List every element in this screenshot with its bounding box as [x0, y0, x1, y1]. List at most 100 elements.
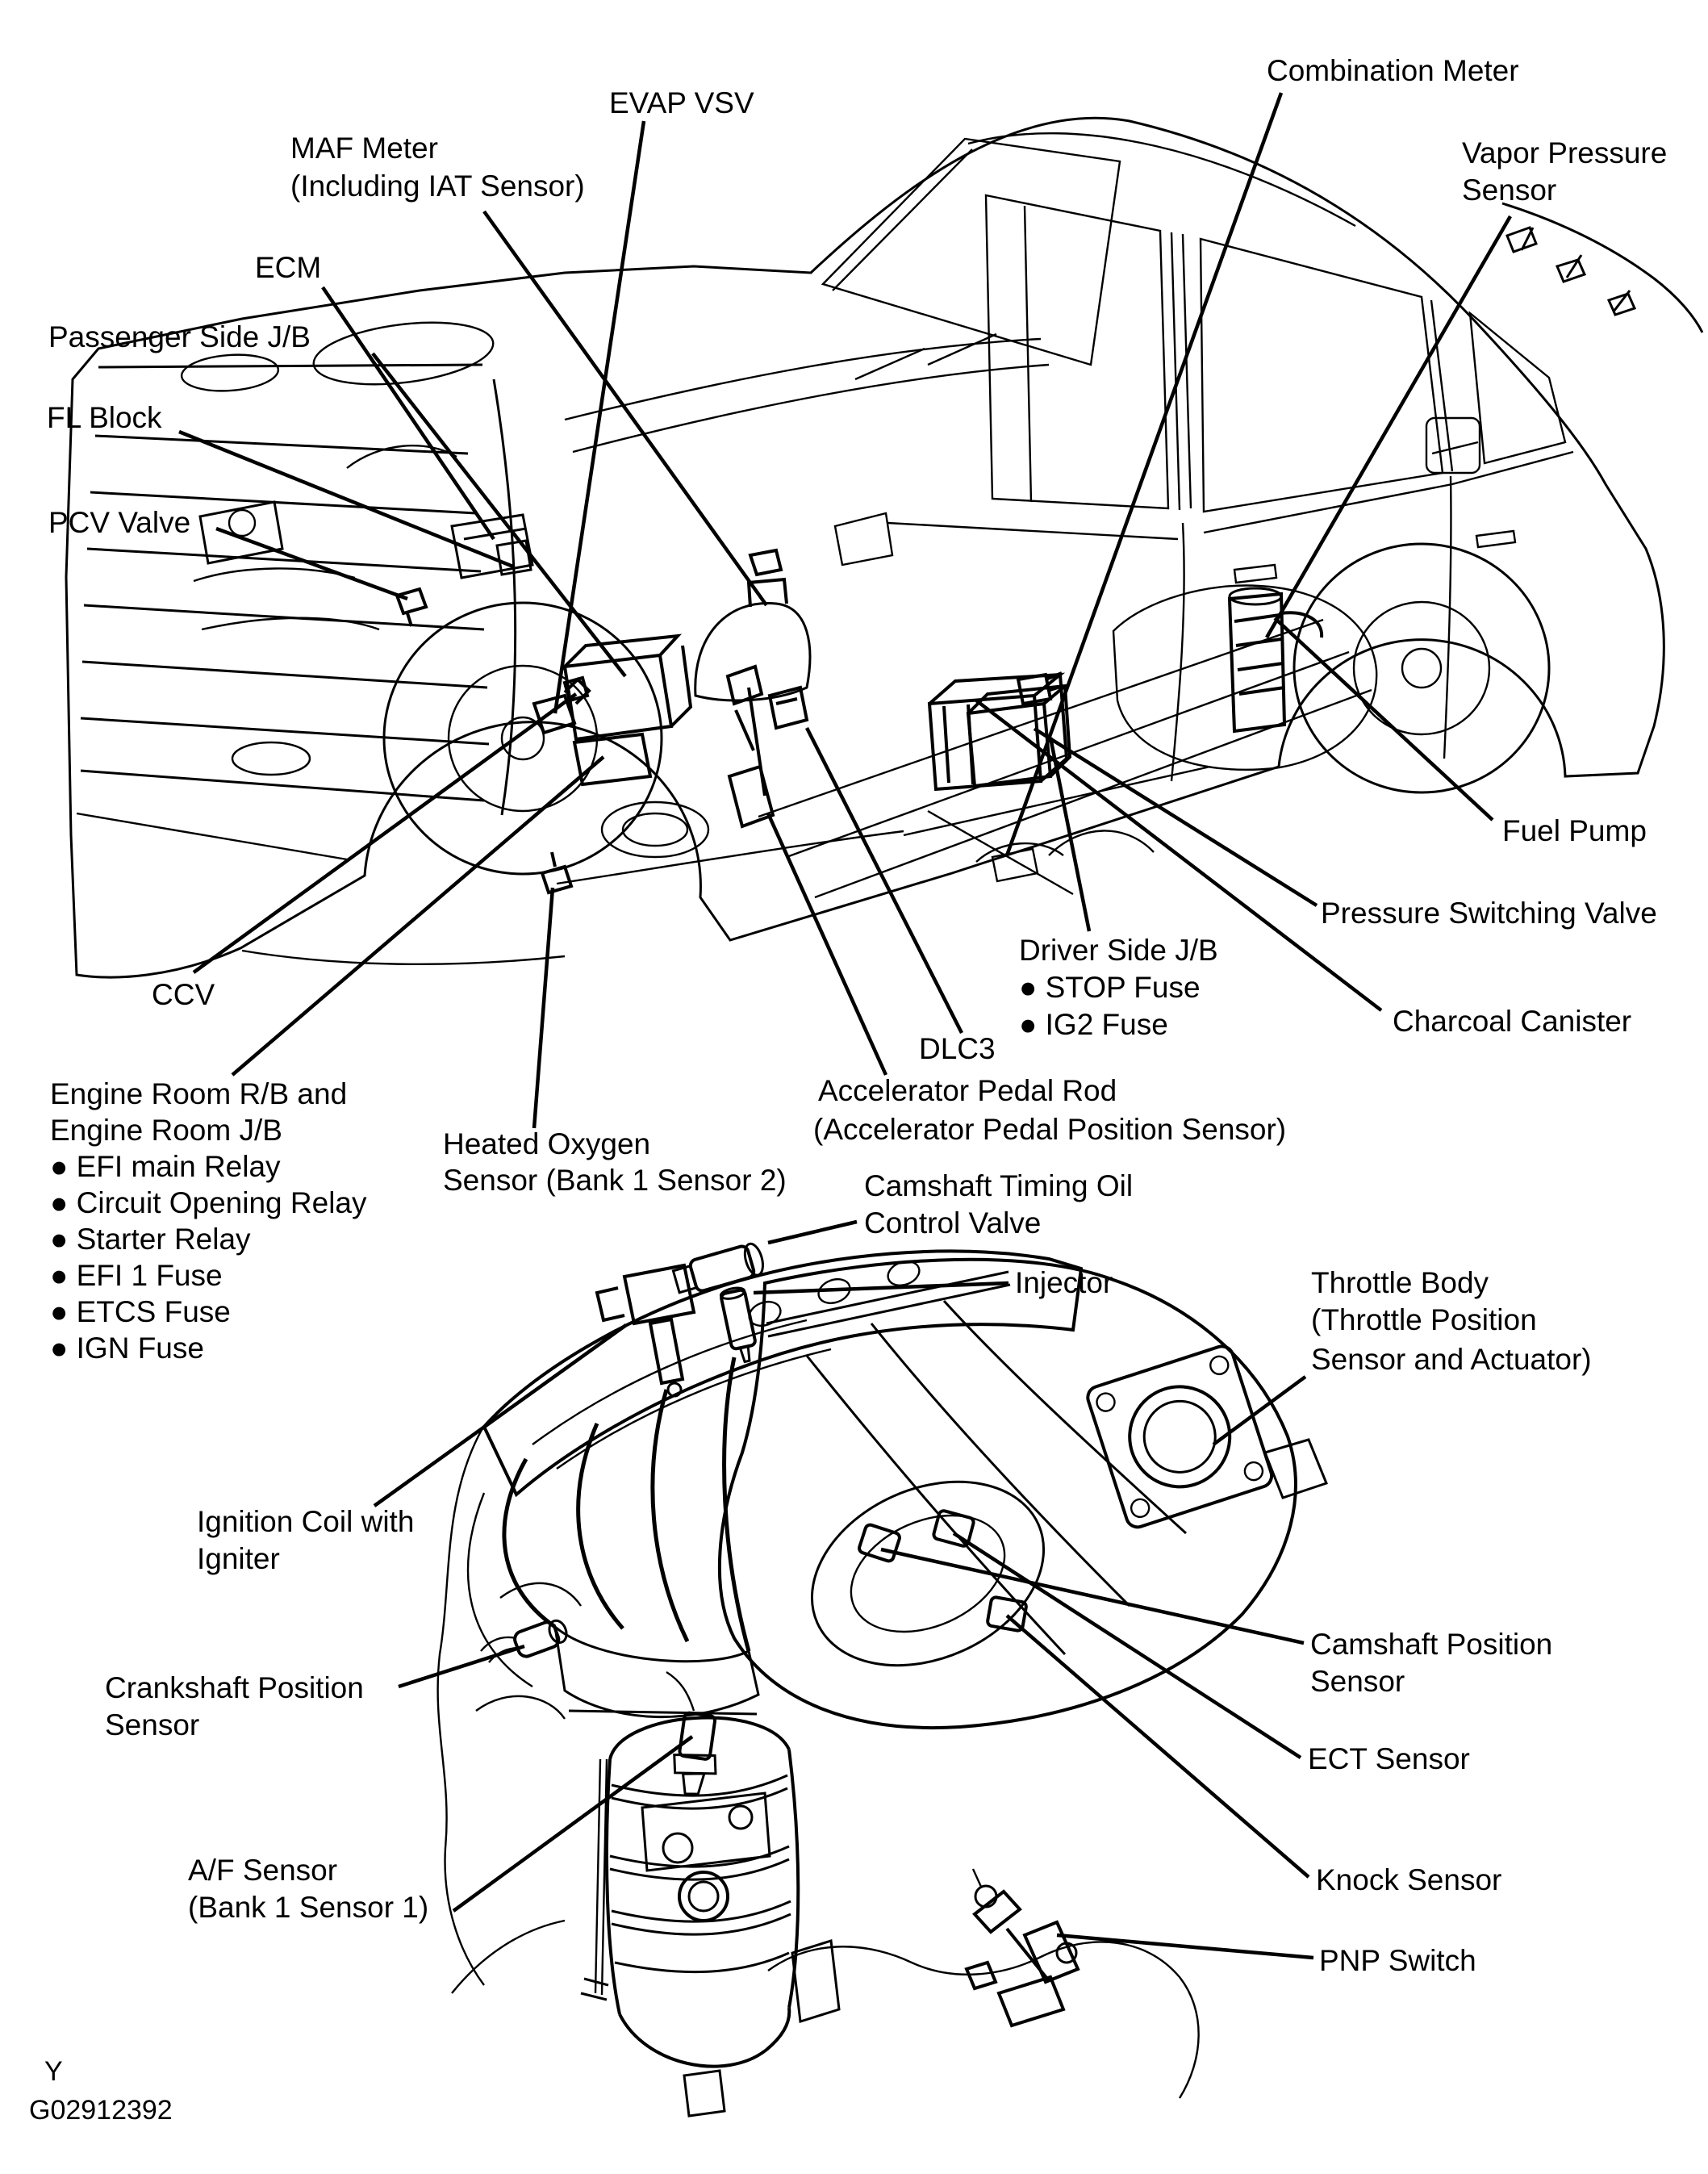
leader-throttle-body [1212, 1375, 1307, 1446]
label-pnp: PNP Switch [1319, 1944, 1476, 1977]
label-accel-1: Accelerator Pedal Rod [818, 1074, 1117, 1107]
leader-lines [178, 92, 1512, 1960]
pnp-stud [971, 1868, 983, 1888]
leader-charcoal-canister [975, 699, 1383, 1012]
leader-fl-block [178, 429, 514, 569]
leader-pcv-valve [215, 526, 408, 601]
heated-oxygen-sensor-part [540, 851, 574, 895]
label-pcv-valve: PCV Valve [48, 506, 190, 539]
leader-pnp-switch [1056, 1933, 1314, 1960]
label-accel-2: (Accelerator Pedal Position Sensor) [813, 1113, 1286, 1146]
label-pressure-switching-valve: Pressure Switching Valve [1321, 897, 1657, 930]
windshield [821, 137, 1121, 366]
door-seams [1170, 475, 1452, 782]
plug-tube-2 [817, 1277, 851, 1305]
rear-wheel-hub [1401, 647, 1443, 689]
leader-af-sensor [452, 1735, 694, 1913]
label-cam-timing-2: Control Valve [864, 1206, 1041, 1240]
label-throttle-3: Sensor and Actuator) [1311, 1343, 1592, 1376]
leader-knock-sensor [1005, 1614, 1310, 1879]
pnp-bolt-1 [974, 1884, 998, 1909]
c-pillar [1430, 299, 1454, 472]
throttle-bolt-4 [1243, 1461, 1264, 1482]
fuel-tank [1112, 584, 1378, 771]
label-driver-jb-b2: ● IG2 Fuse [1019, 1008, 1168, 1041]
engine-drawing [436, 1242, 1328, 2118]
door-window-rear [1199, 237, 1444, 513]
catalytic-converter-outline [605, 1716, 800, 2068]
pcv-valve-part [395, 587, 428, 627]
label-combination-meter: Combination Meter [1267, 54, 1519, 87]
throttle-bolt-2 [1209, 1355, 1230, 1376]
label-evap-vsv: EVAP VSV [609, 86, 754, 119]
leader-passenger-jb [371, 352, 627, 678]
label-throttle-1: Throttle Body [1311, 1266, 1489, 1299]
label-engine-room-b2: ● Circuit Opening Relay [50, 1186, 367, 1219]
label-engine-room-b3: ● Starter Relay [50, 1223, 251, 1256]
label-ignition-2: Igniter [197, 1542, 280, 1575]
throttle-body-part [1086, 1344, 1274, 1529]
label-fuel-pump: Fuel Pump [1502, 814, 1647, 847]
label-injector: Injector [1015, 1266, 1113, 1299]
junction-block-cluster [562, 633, 693, 787]
throttle-bolt-1 [1096, 1392, 1116, 1412]
converter-bolt-a [662, 1832, 694, 1864]
valve-cover [482, 1249, 1084, 1498]
leader-camshaft-position [880, 1547, 1305, 1645]
battery-part [198, 500, 284, 565]
leader-evap-vsv [553, 120, 646, 714]
ect-sensor-part [932, 1509, 975, 1548]
plenum-face-inner [850, 1514, 1006, 1633]
label-af-2: (Bank 1 Sensor 1) [188, 1891, 428, 1924]
fog-lamp-inner [621, 812, 689, 847]
throttle-actuator [1263, 1438, 1328, 1499]
ocv-cap [743, 1242, 764, 1277]
instrument-cluster [975, 842, 1064, 883]
leader-heated-o2 [532, 887, 555, 1129]
ignition-coil-tip [666, 1382, 683, 1398]
converter-center-bolt [678, 1871, 729, 1922]
rear-wheel-inner [1352, 600, 1491, 736]
label-engine-room-b4: ● EFI 1 Fuse [50, 1259, 223, 1292]
wipers [854, 332, 997, 381]
leader-vapor-pressure-sensor [1265, 215, 1512, 639]
label-engine-room-b6: ● IGN Fuse [50, 1332, 204, 1365]
harness-top-right [1501, 202, 1704, 333]
bumper-lines [76, 812, 566, 966]
leader-injector [753, 1281, 1009, 1295]
label-crank-2: Sensor [105, 1708, 199, 1741]
ignition-coil-part [595, 1263, 696, 1386]
side-mirror [833, 512, 894, 566]
throttle-flange [1086, 1344, 1274, 1529]
converter-window [641, 1791, 771, 1872]
crank-sensor-part [513, 1619, 568, 1658]
leader-engine-room-rb [231, 755, 605, 1077]
label-ecm: ECM [255, 251, 321, 284]
af-sensor-body [678, 1711, 717, 1761]
radiator-cap [228, 508, 257, 537]
label-camshaft-1: Camshaft Position [1310, 1628, 1552, 1661]
leader-ecm [321, 286, 495, 541]
leader-cam-timing-ocv [767, 1219, 858, 1245]
fog-lamp [600, 801, 710, 859]
figure-code: G02912392 [29, 2095, 173, 2126]
leader-ccv [192, 692, 578, 974]
crank-sensor-body [513, 1620, 561, 1658]
heat-shield-arc [466, 1492, 533, 1688]
signal-lamp [180, 353, 280, 392]
leader-ignition-coil [373, 1323, 628, 1507]
label-maf-1: MAF Meter [290, 132, 438, 165]
beltline [887, 450, 1574, 541]
crank-sensor-cap [548, 1619, 568, 1644]
leader-fuel-pump [1273, 617, 1494, 822]
knock-sensor-part [986, 1595, 1028, 1633]
exhaust-collector [553, 1624, 760, 1719]
dlc3-part [767, 685, 809, 730]
valve-cover-ribs [532, 1319, 832, 1470]
intake-runners [805, 1299, 1188, 1656]
injector-nozzle [738, 1344, 751, 1364]
label-ignition-1: Ignition Coil with [197, 1505, 414, 1538]
label-driver-jb: Driver Side J/B [1019, 934, 1218, 967]
leader-pressure-switching-valve [1033, 727, 1318, 907]
